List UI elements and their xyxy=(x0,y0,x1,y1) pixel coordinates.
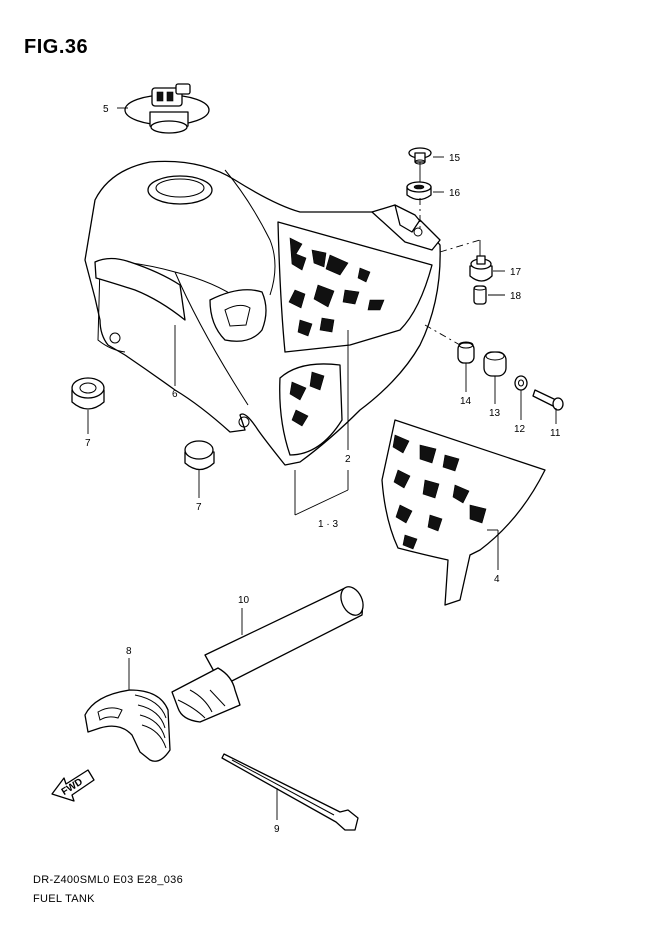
part-18-spacer[interactable] xyxy=(473,285,487,305)
part-5-fuel-cap[interactable] xyxy=(124,83,210,134)
callout-11: 11 xyxy=(550,428,561,439)
part-6-strip[interactable] xyxy=(94,257,186,321)
callout-7-lower: 7 xyxy=(196,502,202,513)
part-7-grommet-lower[interactable] xyxy=(184,440,215,471)
figure-title: FIG.36 xyxy=(24,36,89,58)
callout-6: 6 xyxy=(172,389,178,400)
callout-1-3: 1 · 3 xyxy=(318,519,338,530)
part-12-washer[interactable] xyxy=(514,375,528,391)
part-14-cushion[interactable] xyxy=(457,341,475,364)
callout-15: 15 xyxy=(449,153,461,164)
part-15-bolt[interactable] xyxy=(408,147,432,165)
callout-17: 17 xyxy=(510,267,522,278)
leader-lines xyxy=(87,107,557,820)
part-7-grommet-upper[interactable] xyxy=(71,377,105,410)
callout-7-upper: 7 xyxy=(85,438,91,449)
figure-name: FUEL TANK xyxy=(33,893,95,905)
part-8-clamp[interactable] xyxy=(84,689,171,762)
callout-9: 9 xyxy=(274,824,280,835)
callout-12: 12 xyxy=(514,424,526,435)
callout-4: 4 xyxy=(494,574,500,585)
model-code: DR-Z400SML0 E03 E28_036 xyxy=(33,874,183,886)
callout-16: 16 xyxy=(449,188,461,199)
part-10-tube[interactable] xyxy=(171,583,367,723)
part-17-cushion[interactable] xyxy=(469,255,493,282)
part-11-bolt[interactable] xyxy=(532,389,564,411)
callout-2: 2 xyxy=(345,454,351,465)
part-9-cable-tie[interactable] xyxy=(221,753,359,831)
fwd-arrow-icon: FWD xyxy=(51,769,95,802)
callout-5: 5 xyxy=(103,104,109,115)
part-16-cushion[interactable] xyxy=(406,181,432,201)
part-1-3-fuel-tank[interactable] xyxy=(84,160,441,466)
callout-14: 14 xyxy=(460,396,472,407)
callout-13: 13 xyxy=(489,408,501,419)
part-4-side-cover[interactable] xyxy=(381,419,546,606)
callout-8: 8 xyxy=(126,646,132,657)
callout-18: 18 xyxy=(510,291,522,302)
callout-10: 10 xyxy=(238,595,250,606)
part-13-cushion[interactable] xyxy=(483,351,507,377)
